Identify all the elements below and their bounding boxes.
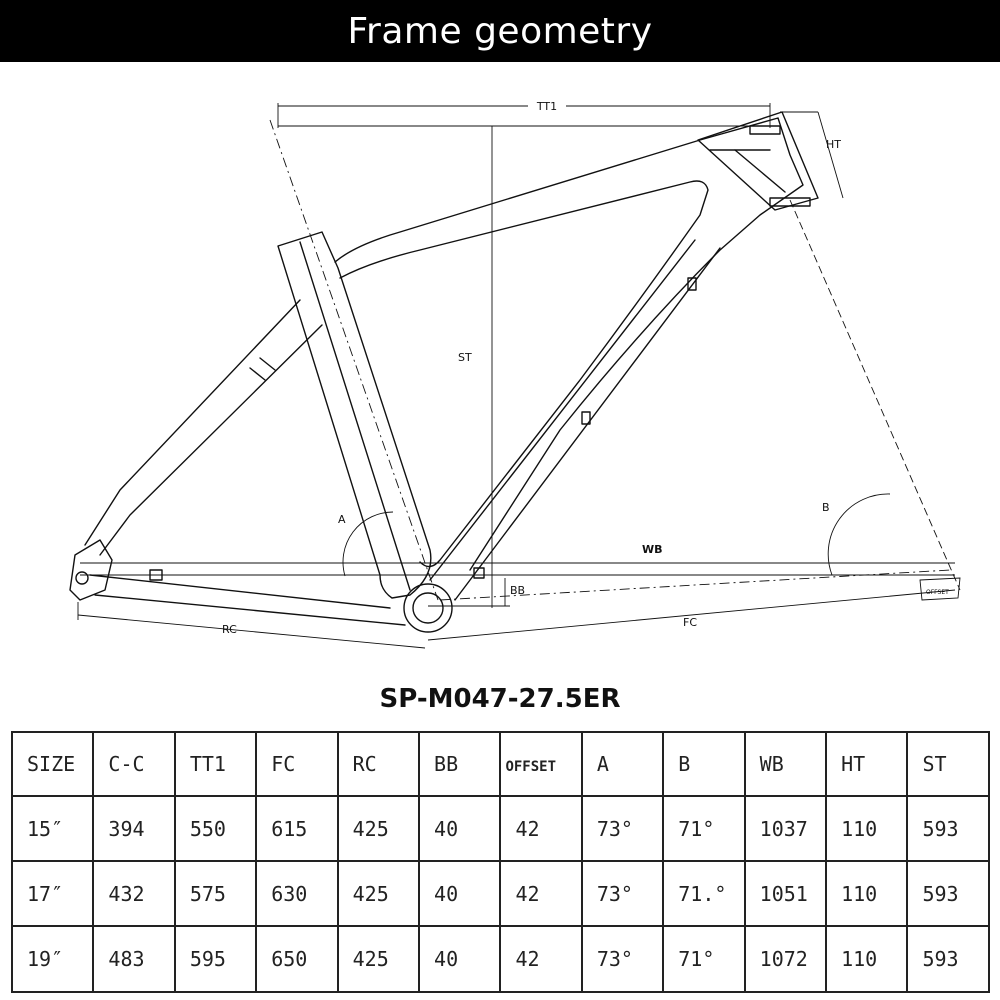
page-title: Frame geometry <box>347 10 653 52</box>
table-cell: 73° <box>580 925 665 993</box>
table-cell: 432 <box>92 860 176 927</box>
header-banner: Frame geometry <box>0 0 1000 62</box>
bottom-bracket-inner <box>412 592 444 624</box>
table-header-row: SIZE C-C TT1 FC RC BB OFFSET A B WB HT S… <box>10 731 990 797</box>
chain-stay <box>89 574 406 626</box>
table-cell: 425 <box>336 860 421 927</box>
model-name: SP-M047-27.5ER <box>379 684 621 714</box>
table-cell: 1051 <box>743 860 828 927</box>
header-cell: SIZE <box>10 731 95 797</box>
angle-b-label: B <box>822 501 830 514</box>
table-cell: 71° <box>662 925 746 993</box>
table-cell: 615 <box>255 795 339 862</box>
bb-label: BB <box>510 584 525 597</box>
table-cell: 40 <box>418 860 502 927</box>
header-cell: HT <box>825 731 909 797</box>
header-cell: TT1 <box>173 731 258 797</box>
header-cell: A <box>580 731 665 797</box>
wb-label: WB <box>642 543 663 556</box>
angle-a-label: A <box>338 513 346 526</box>
table-row: 15″ 394 550 615 425 40 42 73° 71° 1037 1… <box>10 795 990 862</box>
bottom-bracket-outer <box>403 583 453 633</box>
table-cell: 110 <box>825 795 909 862</box>
table-cell: 593 <box>906 925 990 993</box>
table-cell: 110 <box>825 860 909 927</box>
frame-geometry-drawing: TT1 HT ST A B WB BB RC FC OFFSET <box>69 100 961 649</box>
table-cell: 40 <box>418 925 502 993</box>
header-cell: OFFSET <box>499 731 583 797</box>
table-cell: 40 <box>418 795 502 862</box>
top-tube-inner <box>339 180 709 568</box>
table-cell: 73° <box>580 795 665 862</box>
header-cell: WB <box>743 731 828 797</box>
table-cell: 17″ <box>10 860 95 927</box>
table-row: 17″ 432 575 630 425 40 42 73° 71.° 1051 … <box>10 860 990 927</box>
table-cell: 42 <box>499 795 583 862</box>
table-cell: 630 <box>255 860 339 927</box>
seat-tube <box>277 231 432 599</box>
head-tube <box>697 111 819 211</box>
table-cell: 575 <box>173 860 258 927</box>
table-row: 19″ 483 595 650 425 40 42 73° 71° 1072 1… <box>10 925 990 993</box>
header-cell: RC <box>336 731 421 797</box>
st-label: ST <box>458 351 472 364</box>
table-cell: 42 <box>499 860 583 927</box>
header-cell: BB <box>418 731 502 797</box>
table-cell: 394 <box>92 795 176 862</box>
table-cell: 593 <box>906 860 990 927</box>
top-tube <box>334 117 804 571</box>
header-cell: C-C <box>92 731 176 797</box>
table-cell: 15″ <box>10 795 95 862</box>
table-cell: 71.° <box>662 860 746 927</box>
table-cell: 425 <box>336 925 421 993</box>
rc-label: RC <box>222 623 237 636</box>
table-cell: 483 <box>92 925 176 993</box>
fc-label: FC <box>683 616 697 629</box>
geometry-table: SIZE C-C TT1 FC RC BB OFFSET A B WB HT S… <box>10 731 990 993</box>
table-cell: 595 <box>173 925 258 993</box>
table-cell: 19″ <box>10 925 95 993</box>
table-cell: 425 <box>336 795 421 862</box>
table-cell: 42 <box>499 925 583 993</box>
table-cell: 550 <box>173 795 258 862</box>
offset-label: OFFSET <box>926 589 949 596</box>
header-cell: B <box>662 731 746 797</box>
header-cell: ST <box>906 731 990 797</box>
table-cell: 71° <box>662 795 746 862</box>
tt1-label: TT1 <box>536 100 557 113</box>
ht-label: HT <box>826 138 841 151</box>
table-cell: 1037 <box>743 795 828 862</box>
table-cell: 593 <box>906 795 990 862</box>
table-cell: 110 <box>825 925 909 993</box>
seat-stay <box>84 299 323 556</box>
rear-dropout <box>69 539 113 601</box>
header-cell: FC <box>255 731 339 797</box>
table-cell: 1072 <box>743 925 828 993</box>
table-cell: 73° <box>580 860 665 927</box>
table-cell: 650 <box>255 925 339 993</box>
